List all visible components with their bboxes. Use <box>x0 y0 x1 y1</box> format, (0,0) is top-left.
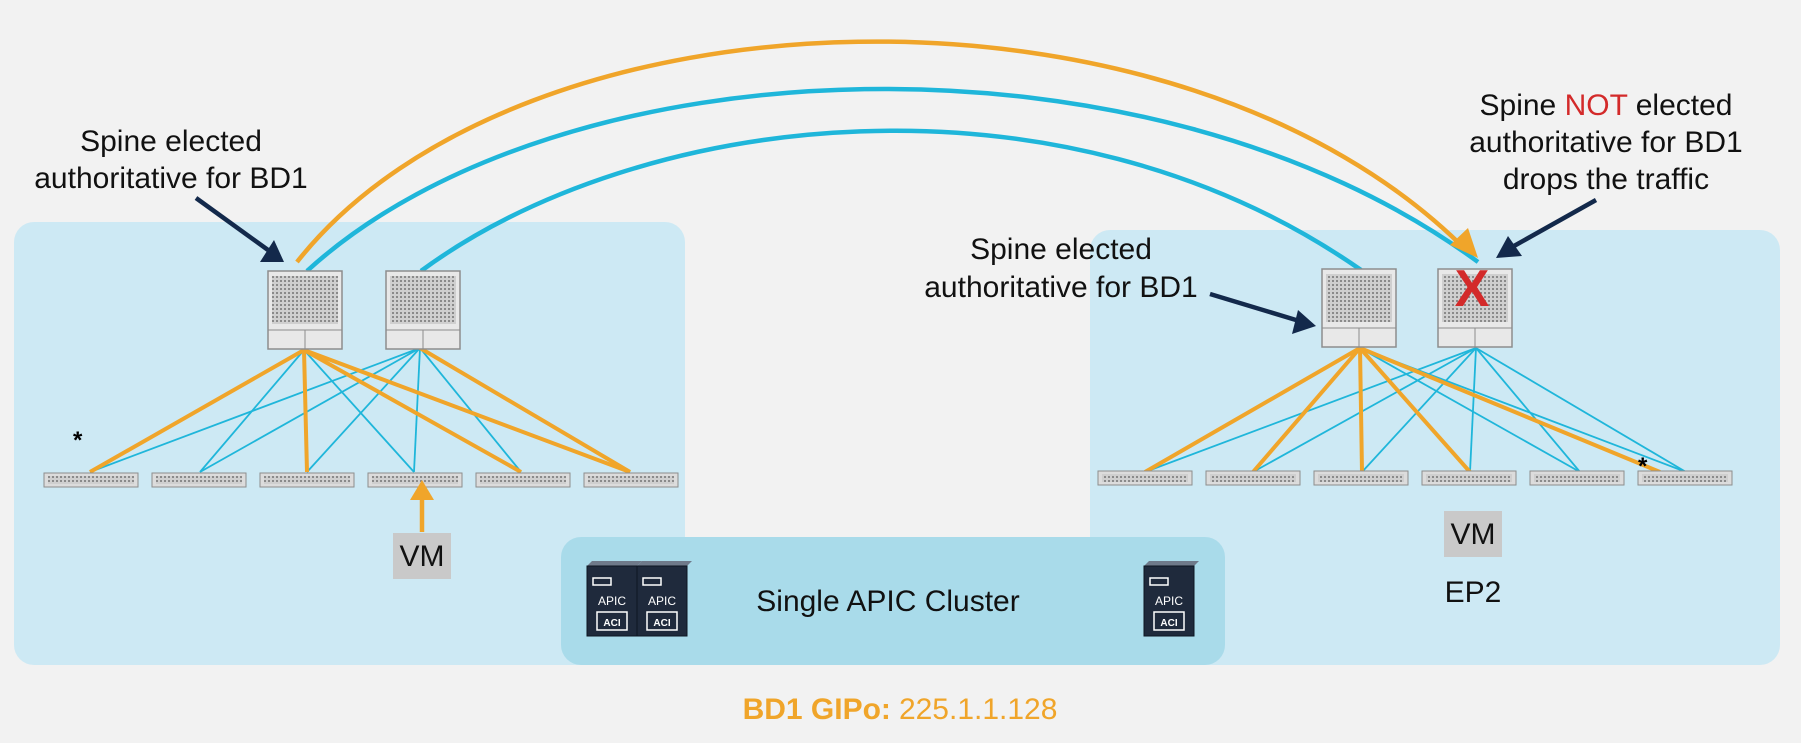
leaf-switch-icon <box>1097 470 1193 486</box>
svg-text:APIC: APIC <box>1155 594 1183 608</box>
leaf-switch-icon <box>367 472 463 488</box>
leaf-switch-icon <box>475 472 571 488</box>
pod-left <box>14 222 685 665</box>
not-elected-label-line2: authoritative for BD1 <box>1469 126 1742 159</box>
svg-text:APIC: APIC <box>648 594 676 608</box>
leaf-switch-icon <box>151 472 247 488</box>
pointer-arrowhead <box>260 240 284 262</box>
svg-text:ACI: ACI <box>603 618 620 629</box>
apic-server-icon: APIC ACI <box>636 561 692 637</box>
apic-server-icon: APIC ACI <box>1143 561 1199 637</box>
left-pod-orange-links <box>89 346 632 474</box>
leaf-asterisk-left: * <box>73 427 83 454</box>
spine-switch-icon <box>385 270 461 350</box>
left-spine-label-line2: authoritative for BD1 <box>34 162 307 195</box>
orange-multicast-path <box>295 39 1470 264</box>
apic-server-icon: APIC ACI <box>586 561 642 637</box>
leaf-switches-right <box>1097 470 1733 486</box>
ep2-label: EP2 <box>1445 576 1502 609</box>
svg-text:APIC: APIC <box>598 594 626 608</box>
leaf-switch-icon <box>1313 470 1409 486</box>
spine-switch-icon <box>1437 268 1513 348</box>
vm-left-label: VM <box>400 540 445 573</box>
leaf-switch-icon <box>1421 470 1517 486</box>
gipo-footer: BD1 GIPo:225.1.1.128 <box>743 693 1058 726</box>
leaf-switch-icon <box>1637 470 1733 486</box>
not-highlight: NOT <box>1565 89 1628 122</box>
blue-path-2 <box>419 128 1363 273</box>
gipo-label: BD1 GIPo: <box>743 693 891 726</box>
svg-text:ACI: ACI <box>653 618 670 629</box>
left-spine-label-line1: Spine elected <box>80 125 262 158</box>
apic-cluster-panel <box>561 537 1225 665</box>
pointer-arrow-icon <box>1512 198 1598 248</box>
pointer-arrowhead <box>1292 310 1316 334</box>
leaf-switch-icon <box>1529 470 1625 486</box>
blue-path-1 <box>305 86 1480 273</box>
pointer-arrow-icon <box>194 196 270 252</box>
pointer-arrow-icon <box>1209 291 1297 323</box>
orange-arrowhead <box>1450 228 1478 258</box>
inter-pod-links <box>295 39 1480 273</box>
pointer-arrowhead <box>1496 236 1522 258</box>
leaf-switch-icon <box>43 472 139 488</box>
leaf-switches-left <box>43 472 679 488</box>
gipo-value: 225.1.1.128 <box>899 693 1057 726</box>
leaf-switch-icon <box>583 472 679 488</box>
right-pod-orange-links <box>1144 346 1661 474</box>
vm-left-box <box>393 533 451 579</box>
vm-right-label: VM <box>1451 518 1496 551</box>
svg-text:ACI: ACI <box>1160 618 1177 629</box>
vm-uplink-arrowhead <box>410 480 434 500</box>
leaf-switch-icon <box>1205 470 1301 486</box>
spine-switch-icon <box>1321 268 1397 348</box>
right-spine-label-line2: authoritative for BD1 <box>924 271 1197 304</box>
vm-right-box <box>1444 511 1502 557</box>
pod-right <box>1090 230 1780 665</box>
spine-switch-icon <box>267 270 343 350</box>
leaf-asterisk-right: * <box>1638 453 1648 480</box>
drop-x-icon: X <box>1455 260 1490 318</box>
not-elected-label-line1: Spine NOT elected <box>1480 89 1733 122</box>
leaf-switch-icon <box>259 472 355 488</box>
apic-cluster-label: Single APIC Cluster <box>756 585 1019 618</box>
right-spine-label-line1: Spine elected <box>970 233 1152 266</box>
not-elected-label-line3: drops the traffic <box>1503 163 1709 196</box>
